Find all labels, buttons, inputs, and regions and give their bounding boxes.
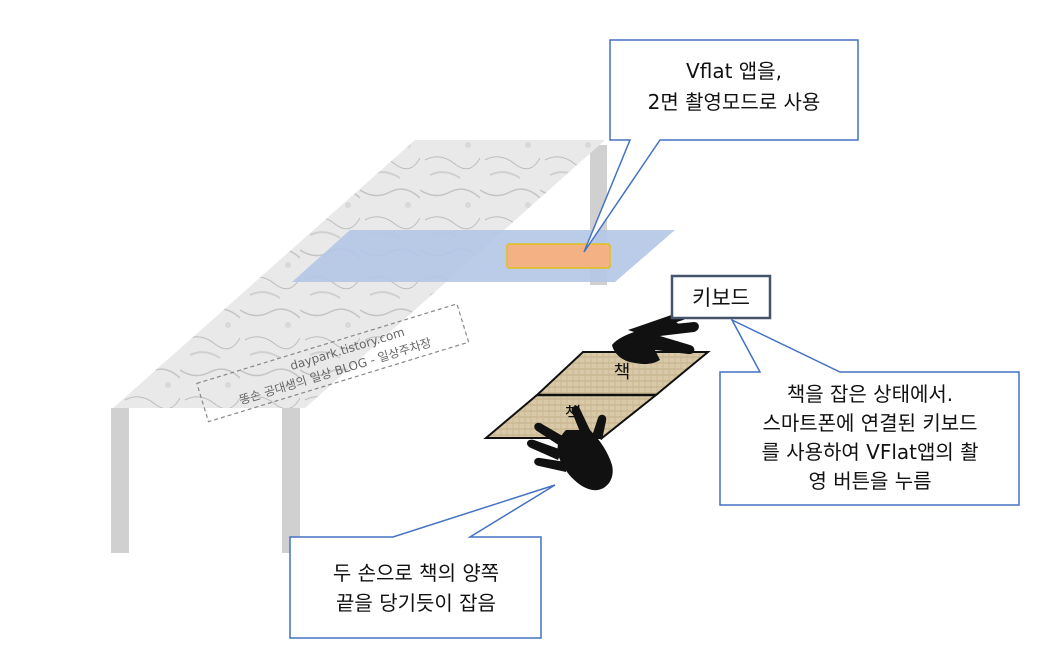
- table-leg-front-middle: [282, 408, 300, 553]
- callout-vflat-line2: 2면 촬영모드로 사용: [648, 90, 821, 114]
- table-leg-front-left: [111, 408, 129, 553]
- book-page-top-label: 책: [614, 362, 631, 383]
- callout-keyboard-press: 책을 잡은 상태에서. 스마트폰에 연결된 키보드 를 사용하여 VFlat앱의…: [720, 320, 1019, 505]
- keyboard-label-text: 키보드: [692, 286, 750, 310]
- callout-keyboard-press-line2: 스마트폰에 연결된 키보드: [762, 411, 977, 435]
- phone-stand-plane: [292, 230, 675, 282]
- callout-keyboard-press-line3: 를 사용하여 VFlat앱의 촬: [761, 440, 978, 464]
- callout-vflat-line1: Vflat 앱을,: [686, 59, 782, 83]
- callout-hands: 두 손으로 책의 양쪽 끝을 당기듯이 잡음: [290, 485, 555, 638]
- callout-keyboard-press-line1: 책을 잡은 상태에서.: [787, 382, 953, 406]
- smartphone: [507, 244, 610, 268]
- callout-keyboard-press-line4: 영 버튼을 누름: [808, 469, 931, 493]
- keyboard-label: 키보드: [672, 276, 770, 318]
- callout-vflat: Vflat 앱을, 2면 촬영모드로 사용: [584, 40, 858, 252]
- callout-hands-line1: 두 손으로 책의 양쪽: [333, 561, 499, 585]
- callout-hands-line2: 끝을 당기듯이 잡음: [336, 591, 496, 615]
